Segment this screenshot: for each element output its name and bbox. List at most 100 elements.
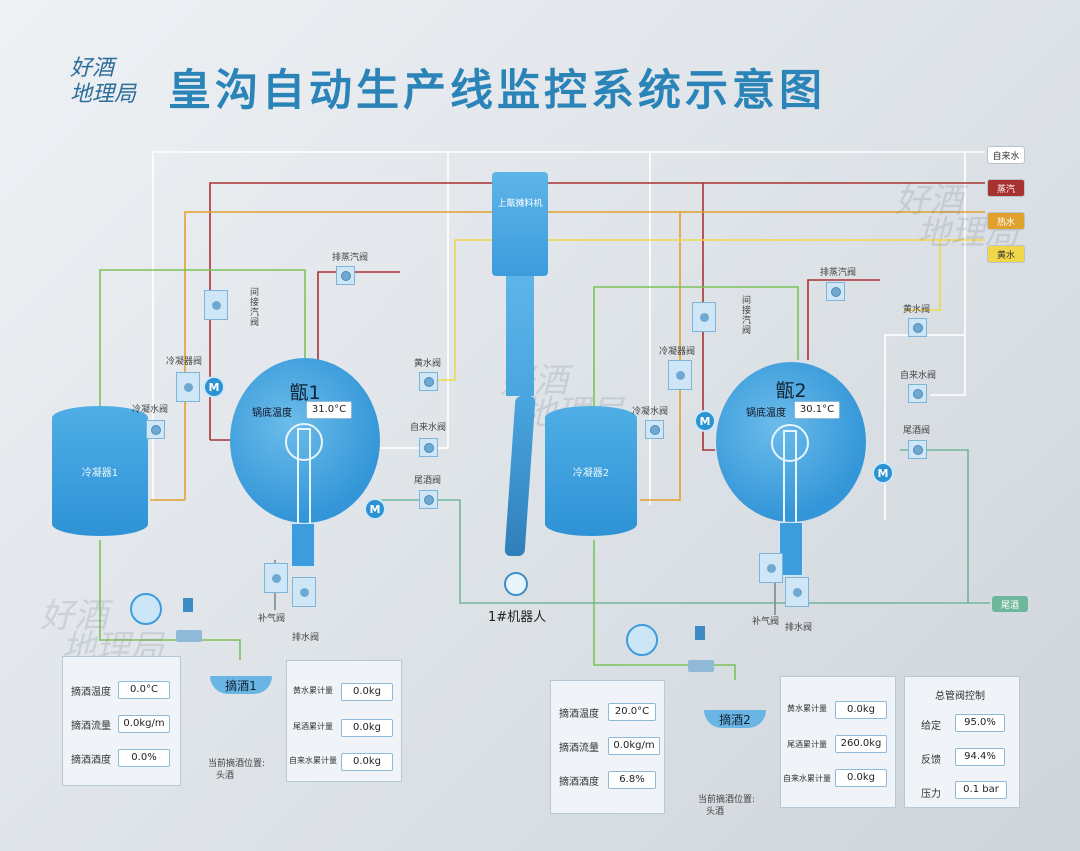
cooling-water-valve-1-label: 冷凝水阀 bbox=[132, 405, 169, 415]
exhaust-valve-1[interactable] bbox=[336, 266, 355, 285]
reading-label: 摘酒温度 bbox=[71, 687, 111, 698]
loader-arm bbox=[506, 276, 534, 396]
tail-valve-1-label: 尾酒阀 bbox=[414, 476, 442, 486]
pick-2-pos-value: 头酒 bbox=[706, 807, 725, 817]
drain-valve-1[interactable] bbox=[292, 577, 316, 607]
meter-value: 0.0kg bbox=[341, 719, 393, 737]
tail-valve-1[interactable] bbox=[419, 490, 438, 509]
yellow-water-valve-1[interactable] bbox=[419, 372, 438, 391]
meter-value: 0.0kg bbox=[341, 683, 393, 701]
master-valve-title: 总管阀控制 bbox=[935, 691, 985, 702]
air-valve-2[interactable] bbox=[759, 553, 783, 583]
pick-1-pos-value: 头酒 bbox=[216, 771, 235, 781]
legend-yellow-water: 黄水 bbox=[987, 245, 1025, 263]
master-value: 94.4% bbox=[955, 748, 1005, 766]
vat-2[interactable]: 甑2 锅底温度 30.1°C bbox=[716, 362, 866, 524]
condenser-valve-1-label: 冷凝器阀 bbox=[166, 357, 203, 367]
meter-label: 尾酒累计量 bbox=[787, 740, 827, 749]
air-valve-1-label: 补气阀 bbox=[258, 614, 286, 624]
reading-label: 摘酒温度 bbox=[559, 709, 599, 720]
reading-value: 0.0°C bbox=[118, 681, 170, 699]
loader-machine[interactable]: 上甑摊料机 bbox=[492, 172, 548, 276]
meter-label: 自来水累计量 bbox=[783, 774, 831, 783]
vat-1[interactable]: 甑1 锅底温度 31.0°C bbox=[230, 358, 380, 525]
vat-1-outlet bbox=[291, 523, 315, 567]
condenser-valve-1[interactable] bbox=[176, 372, 200, 402]
tap-water-valve-2[interactable] bbox=[908, 384, 927, 403]
master-value: 0.1 bar bbox=[955, 781, 1007, 799]
readings-panel-2: 摘酒温度 20.0°C 摘酒流量 0.0kg/m 摘酒酒度 6.8% bbox=[550, 680, 665, 814]
reading-value: 6.8% bbox=[608, 771, 656, 789]
exhaust-valve-1-label: 排蒸汽阀 bbox=[332, 253, 369, 263]
master-value: 95.0% bbox=[955, 714, 1005, 732]
master-valve-panel: 总管阀控制 给定 95.0% 反馈 94.4% 压力 0.1 bar bbox=[904, 676, 1020, 808]
legend-steam: 蒸汽 bbox=[987, 179, 1025, 197]
tap-water-valve-1[interactable] bbox=[419, 438, 438, 457]
reading-value: 0.0kg/m bbox=[118, 715, 170, 733]
indirect-steam-valve-1-label: 间接汽阀 bbox=[250, 288, 260, 328]
flow-meter-1 bbox=[130, 593, 162, 625]
vat-1-agitator bbox=[285, 423, 323, 461]
pick-1[interactable]: 摘酒1 bbox=[210, 676, 272, 694]
meter-label: 尾酒累计量 bbox=[293, 722, 333, 731]
page-title: 皇沟自动生产线监控系统示意图 bbox=[168, 66, 826, 116]
legend-hot-water: 热水 bbox=[987, 212, 1025, 230]
pick-2[interactable]: 摘酒2 bbox=[704, 710, 766, 728]
indirect-steam-valve-1[interactable] bbox=[204, 290, 228, 320]
robot-base bbox=[504, 572, 528, 596]
cooling-water-valve-2-label: 冷凝水阀 bbox=[632, 407, 669, 417]
tap-water-valve-2-label: 自来水阀 bbox=[900, 371, 937, 381]
condenser-valve-2[interactable] bbox=[668, 360, 692, 390]
motor-icon[interactable]: M bbox=[694, 410, 716, 432]
air-valve-1[interactable] bbox=[264, 563, 288, 593]
condenser-2[interactable]: 冷凝器2 bbox=[545, 406, 637, 536]
pick-2-pos-label: 当前摘酒位置: bbox=[698, 795, 756, 805]
reading-label: 摘酒酒度 bbox=[559, 777, 599, 788]
drain-valve-2[interactable] bbox=[785, 577, 809, 607]
legend: 自来水 蒸汽 热水 黄水 bbox=[987, 146, 1025, 263]
tail-valve-2-label: 尾酒阀 bbox=[903, 426, 931, 436]
sensor-1 bbox=[183, 598, 193, 612]
reading-label: 摘酒流量 bbox=[559, 743, 599, 754]
watermark: 好酒 地理局 bbox=[895, 181, 1019, 253]
brand-line1: 好酒 bbox=[70, 56, 115, 81]
tap-water-valve-1-label: 自来水阀 bbox=[410, 423, 447, 433]
vat-2-name: 甑2 bbox=[775, 380, 807, 402]
drain-valve-2-label: 排水阀 bbox=[785, 623, 813, 633]
indirect-steam-valve-2-label: 间接汽阀 bbox=[742, 296, 752, 336]
cooling-water-valve-1[interactable] bbox=[146, 420, 165, 439]
vat-1-name: 甑1 bbox=[289, 382, 321, 404]
reading-label: 摘酒酒度 bbox=[71, 755, 111, 766]
tail-wine-tag: 尾酒 bbox=[992, 596, 1028, 612]
motor-icon[interactable]: M bbox=[364, 498, 386, 520]
tail-valve-2[interactable] bbox=[908, 440, 927, 459]
meter-value: 0.0kg bbox=[835, 701, 887, 719]
vat-2-agitator bbox=[771, 424, 809, 462]
reading-value: 20.0°C bbox=[608, 703, 656, 721]
flow-meter-2 bbox=[626, 624, 658, 656]
reading-label: 摘酒流量 bbox=[71, 721, 111, 732]
air-valve-2-label: 补气阀 bbox=[752, 617, 780, 627]
meter-value: 0.0kg bbox=[835, 769, 887, 787]
sensor-2 bbox=[695, 626, 705, 640]
motor-icon[interactable]: M bbox=[872, 462, 894, 484]
vat-2-temp-value: 30.1°C bbox=[794, 401, 840, 419]
reading-value: 0.0% bbox=[118, 749, 170, 767]
exhaust-valve-2-label: 排蒸汽阀 bbox=[820, 268, 857, 278]
motor-icon[interactable]: M bbox=[203, 376, 225, 398]
master-label: 反馈 bbox=[921, 755, 941, 766]
meters-panel-2: 黄水累计量 0.0kg 尾酒累计量 260.0kg 自来水累计量 0.0kg bbox=[780, 676, 896, 808]
vat-1-temp-value: 31.0°C bbox=[306, 401, 352, 419]
cooling-water-valve-2[interactable] bbox=[645, 420, 664, 439]
master-label: 压力 bbox=[921, 789, 941, 800]
exhaust-valve-2[interactable] bbox=[826, 282, 845, 301]
drain-valve-1-label: 排水阀 bbox=[292, 633, 320, 643]
yellow-water-valve-2[interactable] bbox=[908, 318, 927, 337]
meter-label: 黄水累计量 bbox=[787, 704, 827, 713]
condenser-1[interactable]: 冷凝器1 bbox=[52, 406, 148, 536]
brand-logo: 好酒 地理局 bbox=[70, 56, 136, 108]
meter-label: 自来水累计量 bbox=[289, 756, 337, 765]
pick-1-pos-label: 当前摘酒位置: bbox=[208, 759, 266, 769]
meter-value: 0.0kg bbox=[341, 753, 393, 771]
indirect-steam-valve-2[interactable] bbox=[692, 302, 716, 332]
